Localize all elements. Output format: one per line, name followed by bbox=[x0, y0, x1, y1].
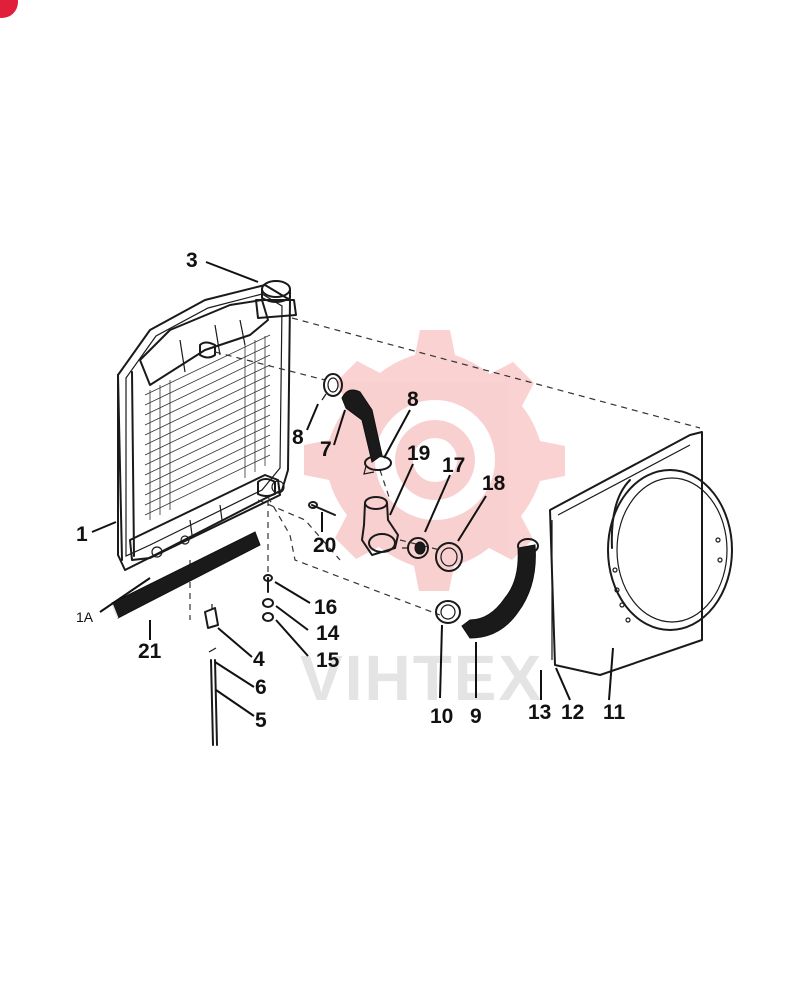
hose-clamp-lower bbox=[363, 455, 392, 475]
callout-8-left: 8 bbox=[292, 426, 304, 449]
gasket bbox=[435, 542, 463, 572]
callout-21: 21 bbox=[138, 640, 162, 663]
callout-3: 3 bbox=[186, 249, 198, 272]
callout-18: 18 bbox=[482, 472, 506, 495]
callout-12: 12 bbox=[561, 701, 584, 724]
callout-9: 9 bbox=[470, 705, 482, 728]
radiator-core bbox=[144, 334, 271, 520]
thermostat bbox=[402, 537, 429, 559]
callout-1: 1 bbox=[76, 523, 88, 546]
seal-strip bbox=[111, 531, 261, 619]
callout-20: 20 bbox=[313, 534, 336, 557]
screw bbox=[263, 574, 273, 593]
drain-clamp bbox=[208, 647, 217, 653]
radiator-cap bbox=[255, 280, 297, 319]
callout-16: 16 bbox=[314, 596, 337, 619]
fan-shroud bbox=[549, 431, 733, 676]
radiator bbox=[117, 284, 291, 571]
callout-6: 6 bbox=[255, 676, 267, 699]
callout-1a: 1A bbox=[76, 609, 94, 625]
nut bbox=[262, 612, 274, 622]
callout-14: 14 bbox=[316, 622, 340, 645]
callout-10: 10 bbox=[430, 705, 453, 728]
callout-19: 19 bbox=[407, 442, 430, 465]
callout-labels: 3 1 1A 21 4 6 5 8 7 8 19 17 18 20 16 14 … bbox=[76, 249, 626, 732]
hose-clamp-upper bbox=[321, 373, 343, 401]
callout-15: 15 bbox=[316, 649, 340, 672]
drain-tube bbox=[210, 659, 218, 746]
callout-7: 7 bbox=[320, 438, 332, 461]
corner-badge[interactable] bbox=[0, 0, 18, 18]
lower-hose bbox=[461, 538, 539, 639]
drain-cock bbox=[204, 604, 219, 629]
leader-lines bbox=[91, 261, 614, 717]
callout-4: 4 bbox=[253, 648, 265, 671]
callout-5: 5 bbox=[255, 709, 267, 732]
bolt bbox=[308, 501, 336, 516]
callout-8-right: 8 bbox=[407, 388, 419, 411]
watermark-text: VIHTEX bbox=[300, 642, 543, 714]
callout-11: 11 bbox=[603, 701, 626, 724]
hose-clamp-bottom bbox=[435, 600, 461, 624]
watermark-logo bbox=[304, 330, 565, 591]
upper-hose bbox=[341, 389, 383, 463]
callout-13: 13 bbox=[528, 701, 551, 724]
callout-17: 17 bbox=[442, 454, 465, 477]
thermostat-housing bbox=[361, 496, 399, 556]
assembly-lines bbox=[189, 317, 701, 620]
lock-washer bbox=[262, 598, 274, 608]
